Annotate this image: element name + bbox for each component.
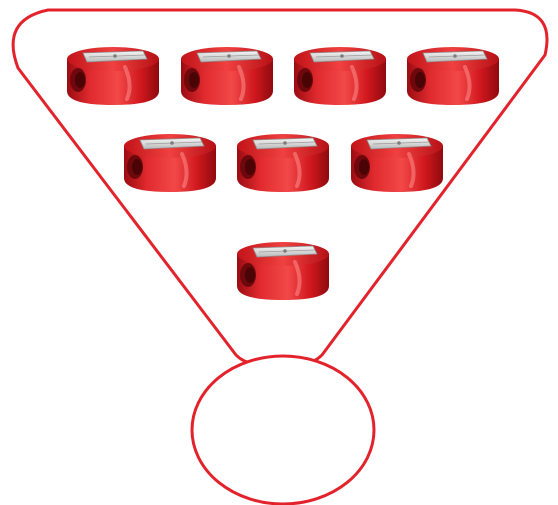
pencil-sharpener-icon <box>237 134 329 192</box>
pencil-sharpener-icon <box>294 47 386 105</box>
sharpeners-group <box>67 47 499 300</box>
pencil-sharpener-icon <box>407 47 499 105</box>
pencil-sharpener-icon <box>124 134 216 192</box>
pencil-sharpener-icon <box>181 47 273 105</box>
pencil-sharpener-icon <box>237 242 329 300</box>
empty-circle <box>192 356 374 504</box>
pencil-sharpener-icon <box>67 47 159 105</box>
pencil-sharpener-icon <box>351 134 443 192</box>
